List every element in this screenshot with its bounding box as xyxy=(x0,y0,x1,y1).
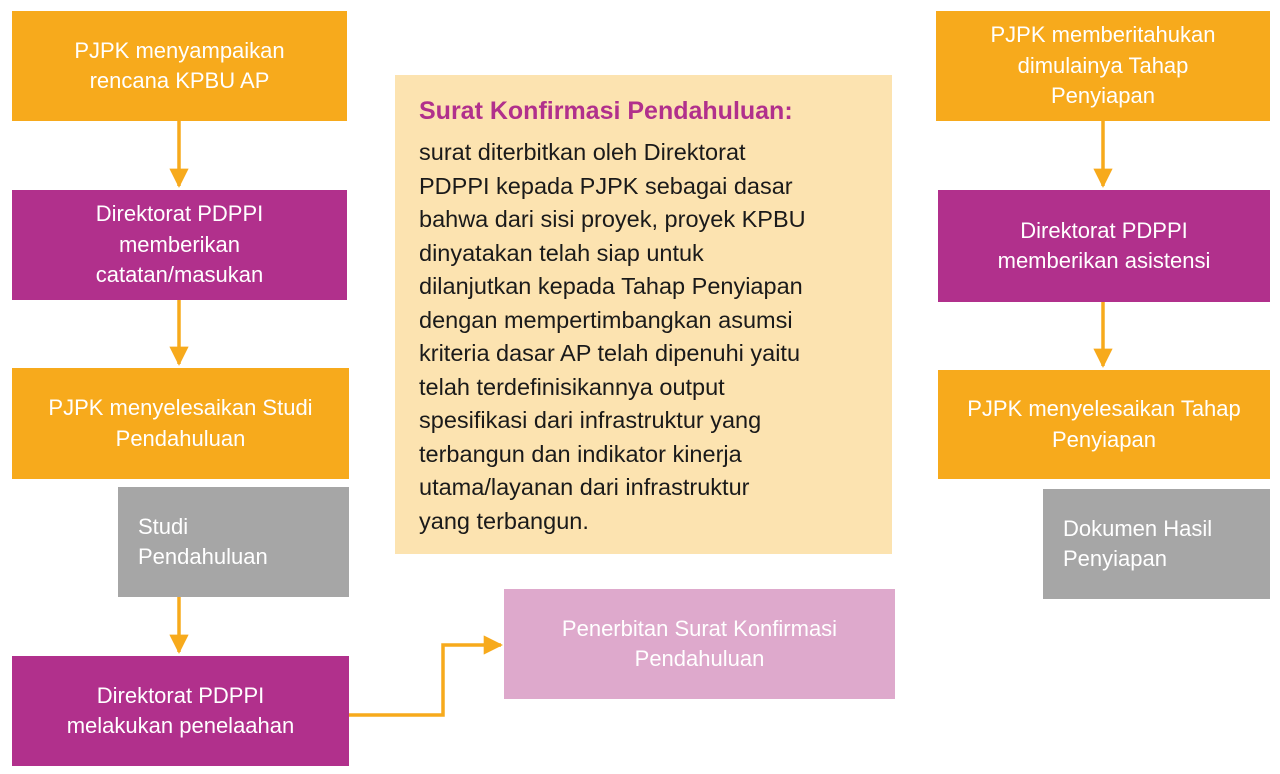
output-box: Penerbitan Surat Konfirmasi Pendahuluan xyxy=(504,589,895,699)
right-document-label: Dokumen Hasil Penyiapan xyxy=(1063,515,1213,571)
right-step-2-label: Direktorat PDPPI memberikan asistensi xyxy=(997,217,1211,273)
right-step-1-box: PJPK memberitahukan dimulainya Tahap Pen… xyxy=(936,11,1270,121)
right-step-1-label: PJPK memberitahukan dimulainya Tahap Pen… xyxy=(990,22,1216,109)
left-step-1-box: PJPK menyampaikan rencana KPBU AP xyxy=(12,11,347,121)
left-document-box: Studi Pendahuluan xyxy=(118,487,349,597)
left-step-4-label: Direktorat PDPPI melakukan penelaahan xyxy=(66,682,295,738)
left-document-label: Studi Pendahuluan xyxy=(138,513,268,569)
output-box-label: Penerbitan Surat Konfirmasi Pendahuluan xyxy=(561,615,838,671)
left-step-3-label: PJPK menyelesaikan Studi Pendahuluan xyxy=(48,395,313,451)
arrow-to-output xyxy=(349,635,503,717)
left-step-4-box: Direktorat PDPPI melakukan penelaahan xyxy=(12,656,349,766)
left-step-3-box: PJPK menyelesaikan Studi Pendahuluan xyxy=(12,368,349,479)
left-step-2-label: Direktorat PDPPI memberikan catatan/masu… xyxy=(95,201,264,288)
info-box: Surat Konfirmasi Pendahuluan: surat dite… xyxy=(395,75,892,554)
right-step-3-box: PJPK menyelesaikan Tahap Penyiapan xyxy=(938,370,1270,479)
right-document-box: Dokumen Hasil Penyiapan xyxy=(1043,489,1270,599)
right-step-3-label: PJPK menyelesaikan Tahap Penyiapan xyxy=(967,396,1241,452)
left-step-1-label: PJPK menyampaikan rencana KPBU AP xyxy=(74,37,285,93)
info-box-body: surat diterbitkan oleh Direktorat PDPPI … xyxy=(419,139,806,534)
info-box-title: Surat Konfirmasi Pendahuluan: xyxy=(419,97,793,125)
right-step-2-box: Direktorat PDPPI memberikan asistensi xyxy=(938,190,1270,302)
left-step-2-box: Direktorat PDPPI memberikan catatan/masu… xyxy=(12,190,347,300)
